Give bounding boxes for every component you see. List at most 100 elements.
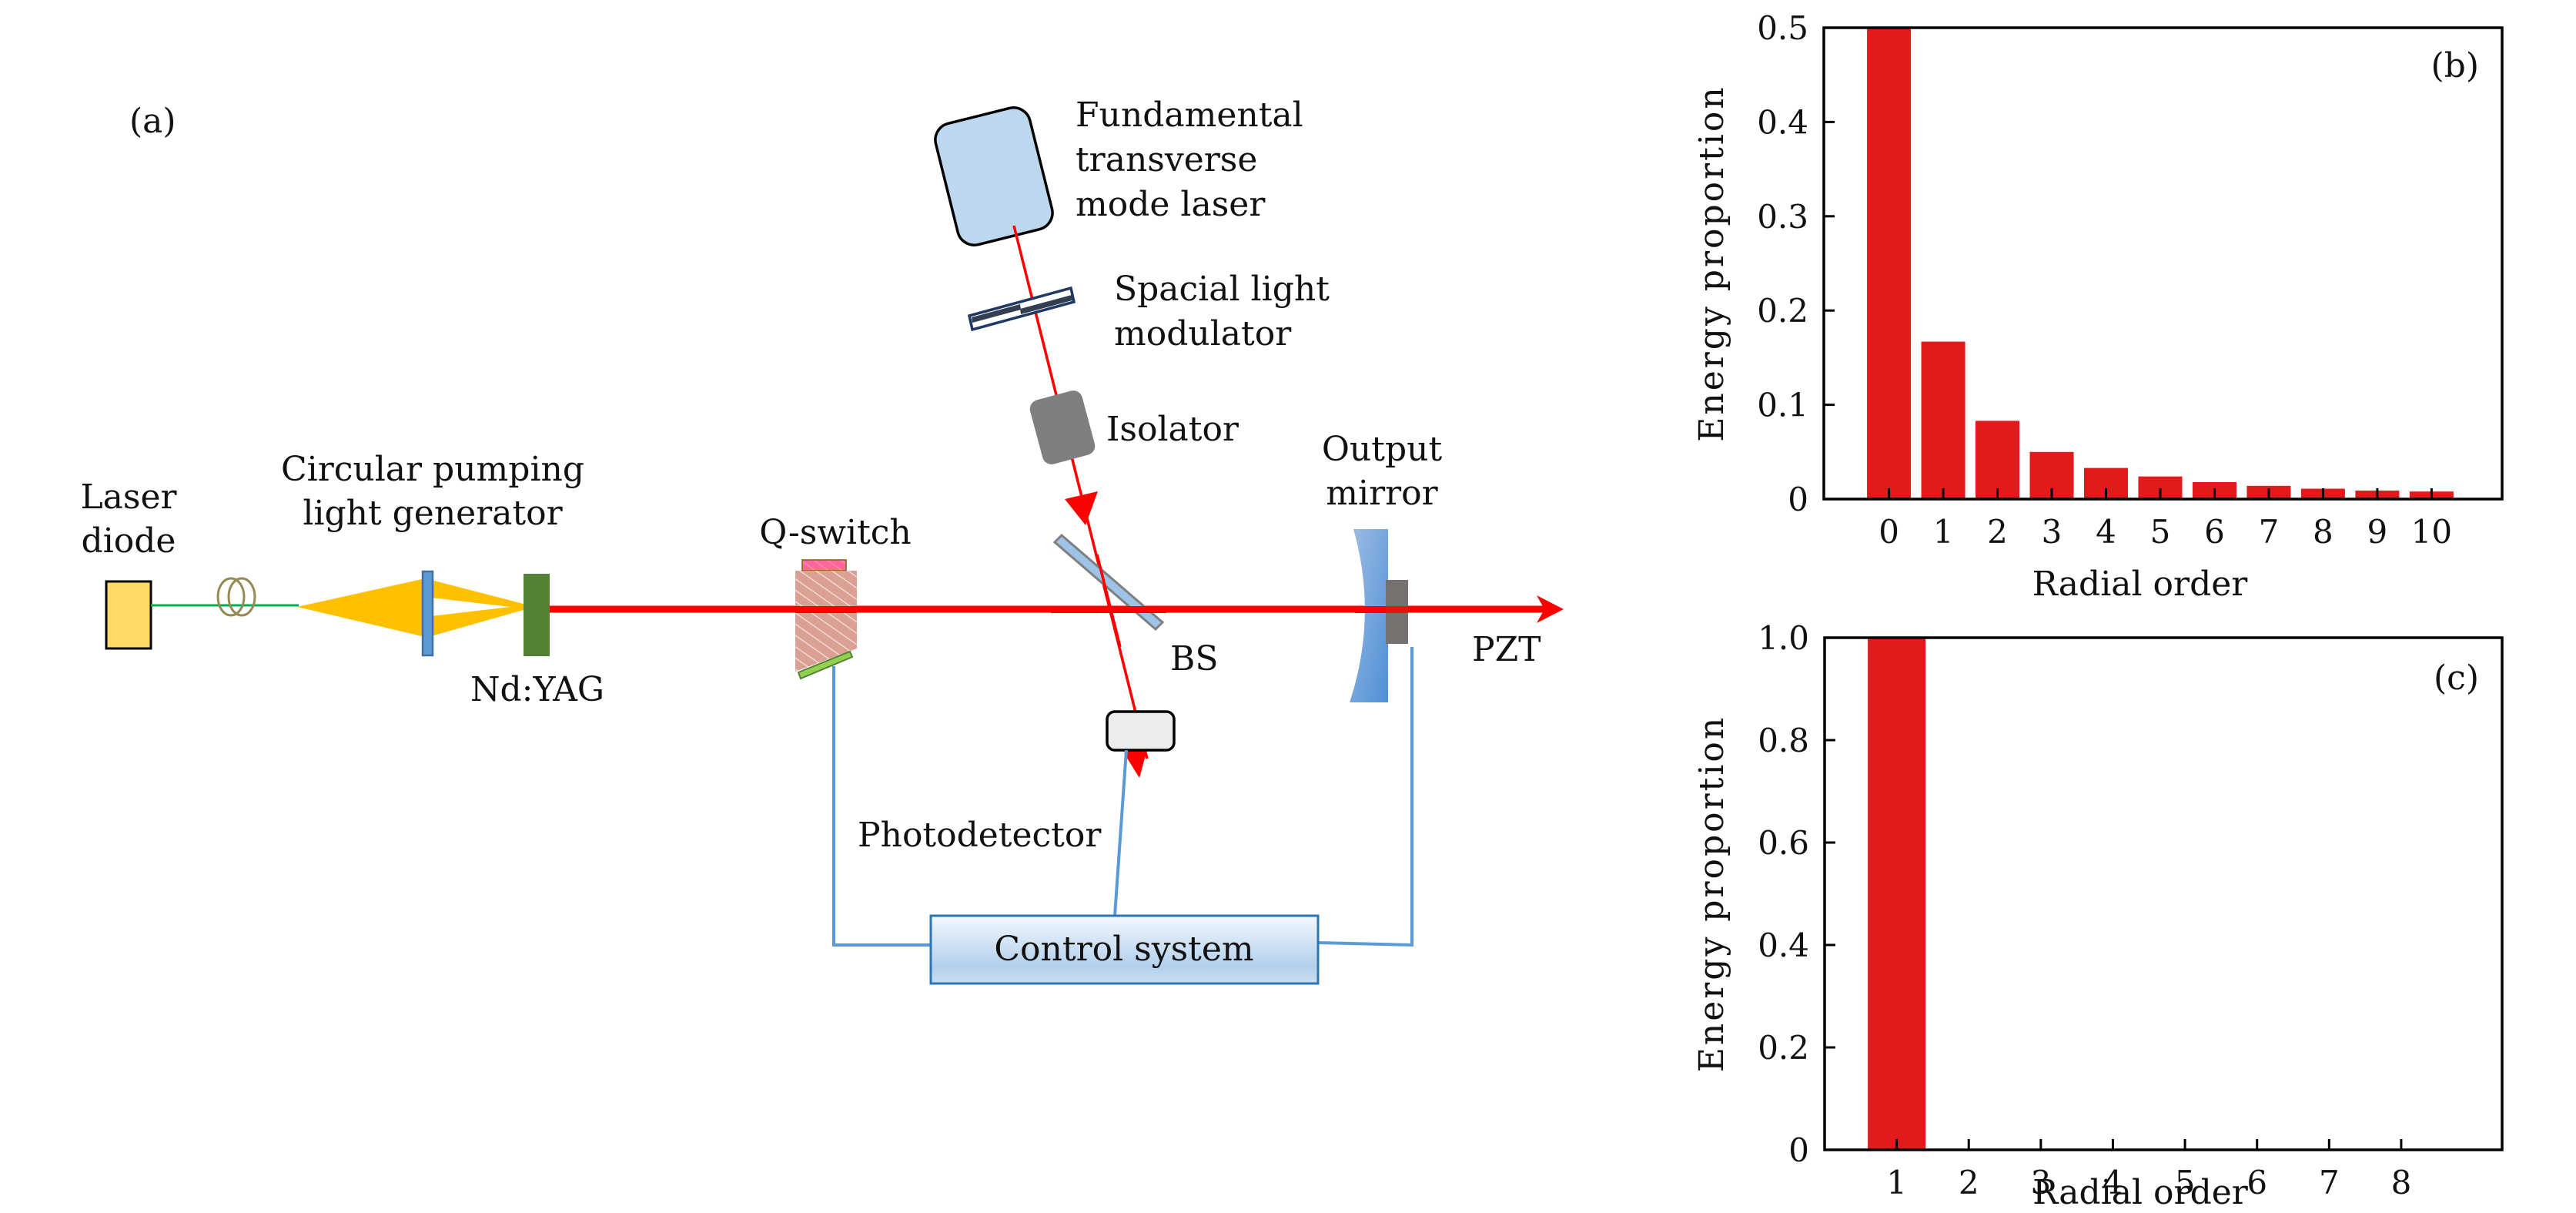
q-switch: Q-switch bbox=[759, 513, 912, 680]
bar-2 bbox=[1975, 421, 2020, 499]
nd-yag-label: Nd:YAG bbox=[470, 670, 604, 709]
control-system-box bbox=[929, 914, 1320, 985]
pump-generator-label-line1: Circular pumping bbox=[281, 450, 584, 489]
y-tick-label: 0 bbox=[1788, 1131, 1809, 1169]
y-tick-label: 0.1 bbox=[1757, 387, 1808, 424]
x-tick-label: 1 bbox=[1933, 513, 1954, 551]
bar-1 bbox=[1921, 341, 1965, 499]
x-tick-label: 6 bbox=[2246, 1164, 2267, 1201]
x-tick-label: 8 bbox=[2313, 513, 2333, 551]
x-tick-label: 9 bbox=[2367, 513, 2388, 551]
y-tick-label: 0.8 bbox=[1758, 722, 1809, 759]
output-mirror-beam-overlay bbox=[1355, 606, 1389, 613]
x-tick-label: 7 bbox=[2319, 1164, 2340, 1201]
y-tick-label: 0.5 bbox=[1757, 9, 1808, 47]
slm-stripe bbox=[972, 304, 1021, 323]
y-tick-label: 0 bbox=[1788, 481, 1808, 518]
output-mirror-label-line1: Output bbox=[1322, 430, 1443, 469]
y-tick-label: 0.2 bbox=[1758, 1029, 1809, 1067]
bs-label: BS bbox=[1170, 639, 1218, 679]
x-tick-label: 10 bbox=[2411, 513, 2452, 551]
bs-beam-overlay bbox=[1051, 606, 1166, 613]
x-tick-label: 3 bbox=[2042, 513, 2062, 551]
fiber-coil-icon bbox=[216, 577, 246, 617]
control-system-label: Control system bbox=[994, 930, 1253, 969]
fundamental-laser-label-line1: Fundamental bbox=[1076, 95, 1303, 135]
y-tick-label: 0.4 bbox=[1757, 103, 1808, 141]
wire-q-switch bbox=[832, 666, 930, 947]
pump-generator-label-line2: light generator bbox=[303, 494, 563, 533]
x-tick-label: 8 bbox=[2391, 1164, 2412, 1201]
panel-tag: (b) bbox=[2431, 46, 2480, 85]
y-axis-title: Energy proportion bbox=[1692, 85, 1731, 442]
photodetector-box bbox=[1106, 710, 1176, 752]
fiber-coil-icon bbox=[227, 577, 256, 617]
x-tick-label: 5 bbox=[2150, 513, 2171, 551]
bs-probe-overlay bbox=[1096, 554, 1122, 648]
isolator-box bbox=[1029, 390, 1096, 464]
bs-plate bbox=[1052, 533, 1165, 632]
q-switch-label: Q-switch bbox=[759, 513, 912, 552]
nd-yag-crystal bbox=[524, 574, 550, 656]
output-mirror: Output mirror PZT bbox=[1322, 430, 1541, 702]
x-tick-label: 1 bbox=[1886, 1164, 1907, 1201]
y-axis-title: Energy proportion bbox=[1692, 715, 1731, 1073]
photodetector-label: Photodetector bbox=[858, 816, 1102, 855]
plot-frame bbox=[1823, 636, 2504, 1151]
fiber bbox=[151, 577, 299, 617]
x-tick-label: 6 bbox=[2204, 513, 2225, 551]
isolator: Isolator bbox=[1029, 390, 1239, 464]
nd-yag: Nd:YAG bbox=[470, 574, 604, 709]
main-beam-arrow-icon bbox=[1537, 595, 1564, 623]
photodetector: Photodetector bbox=[858, 710, 1176, 855]
bar-1 bbox=[1868, 638, 1926, 1150]
panel-a: (a) Laser diode Circular pumping light g… bbox=[80, 95, 1564, 985]
isolator-label: Isolator bbox=[1106, 410, 1239, 449]
wire-photodetector bbox=[1113, 749, 1128, 916]
x-tick-label: 0 bbox=[1878, 513, 1899, 551]
laser-diode-label-line1: Laser bbox=[80, 477, 177, 517]
y-tick-label: 0.3 bbox=[1757, 198, 1808, 236]
y-tick-label: 0.6 bbox=[1758, 824, 1809, 862]
fundamental-laser-label-line2: transverse bbox=[1076, 140, 1257, 179]
laser-diode-label-line2: diode bbox=[82, 521, 176, 561]
fundamental-laser: Fundamental transverse mode laser bbox=[934, 95, 1303, 246]
y-tick-label: 0.2 bbox=[1757, 292, 1808, 330]
laser-diode: Laser diode bbox=[80, 477, 178, 650]
x-tick-label: 4 bbox=[2103, 1164, 2123, 1201]
x-tick-label: 7 bbox=[2259, 513, 2280, 551]
pump-cone-lower bbox=[431, 605, 524, 636]
q-switch-cap bbox=[801, 559, 847, 571]
panel-tag: (c) bbox=[2434, 658, 2479, 698]
q-switch-beam-overlay bbox=[795, 606, 857, 613]
control-system: Control system bbox=[929, 914, 1320, 985]
x-tick-label: 3 bbox=[2030, 1164, 2051, 1201]
slm-label-line2: modulator bbox=[1114, 314, 1292, 354]
beam-splitter: BS bbox=[1051, 533, 1218, 679]
plot-frame bbox=[1822, 26, 2504, 501]
x-tick-label: 2 bbox=[1959, 1164, 1979, 1201]
wire-pzt bbox=[1317, 647, 1413, 947]
fundamental-laser-box bbox=[934, 106, 1054, 246]
x-axis-title: Radial order bbox=[2032, 1173, 2249, 1212]
slm-label-line1: Spacial light bbox=[1114, 270, 1330, 309]
probe-arrow-icon bbox=[1065, 491, 1098, 525]
probe-beam-line bbox=[1012, 225, 1149, 759]
x-axis-title: Radial order bbox=[2032, 565, 2249, 604]
pzt-label: PZT bbox=[1472, 630, 1541, 669]
output-mirror-label-line2: mirror bbox=[1326, 474, 1438, 513]
pzt-beam-overlay bbox=[1386, 606, 1408, 613]
pump-generator: Circular pumping light generator bbox=[281, 450, 584, 657]
pump-cone bbox=[297, 579, 422, 636]
slm: Spacial light modulator bbox=[967, 270, 1330, 354]
pump-lens bbox=[421, 570, 434, 657]
y-tick-label: 0.4 bbox=[1758, 927, 1809, 964]
bar-0 bbox=[1867, 28, 1912, 499]
q-switch-plate bbox=[797, 650, 854, 680]
y-tick-label: 1.0 bbox=[1758, 619, 1809, 657]
fundamental-laser-label-line3: mode laser bbox=[1076, 185, 1266, 224]
q-switch-body bbox=[795, 571, 857, 672]
